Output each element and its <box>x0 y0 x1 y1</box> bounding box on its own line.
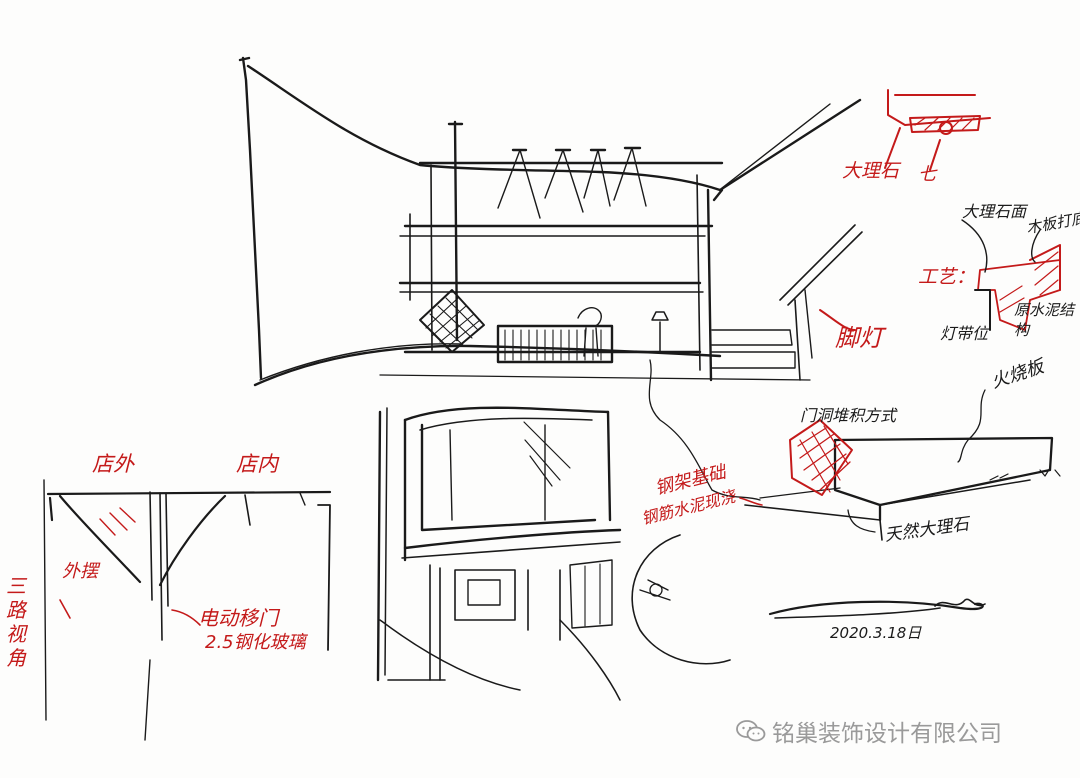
note-marble-top-tail: 七 <box>918 164 936 185</box>
lower-left-plan <box>43 479 332 741</box>
note-original-structure: 原水泥结构 <box>1014 301 1075 339</box>
red-leaders <box>59 497 763 626</box>
note-outside: 店外 <box>92 452 134 476</box>
note-inside: 店内 <box>236 452 278 476</box>
note-outdoor-seating: 外摆 <box>62 561 98 582</box>
note-glass-spec: 2.5钢化玻璃 <box>205 632 306 653</box>
note-marble-face: 大理石面 <box>962 202 1027 221</box>
red-detail-top <box>819 89 1061 331</box>
note-foot-light: 脚灯 <box>835 324 883 352</box>
watermark: 铭巢装饰设计有限公司 <box>736 714 1002 748</box>
note-electric-door: 电动移门 <box>198 606 278 630</box>
upper-perspective <box>238 56 863 387</box>
note-marble-top: 大理石 <box>842 160 900 182</box>
storefront-sketch <box>376 359 761 701</box>
note-craft: 工艺： <box>918 266 976 288</box>
signature-date: 2020.3.18日 <box>830 624 922 642</box>
bench-sketch <box>744 389 1061 541</box>
note-light-strip: 灯带位 <box>940 324 989 343</box>
note-stacking-method: 门洞堆积方式 <box>800 406 897 425</box>
wechat-icon <box>736 720 766 742</box>
note-three-way-view: 三路视角 <box>6 574 26 670</box>
watermark-text: 铭巢装饰设计有限公司 <box>772 721 1002 747</box>
signature-stroke <box>768 598 986 619</box>
